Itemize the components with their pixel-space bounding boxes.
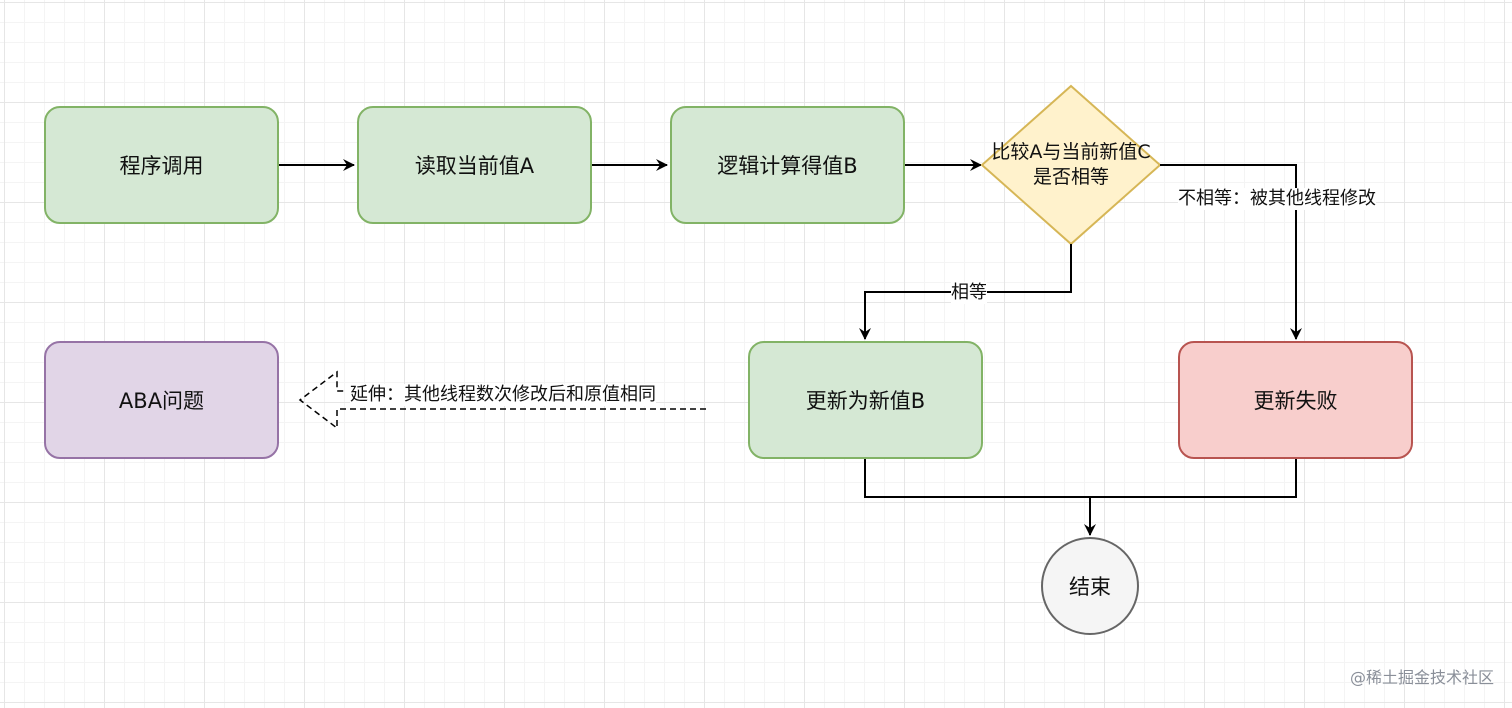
node-aba-problem: ABA问题 — [44, 341, 279, 459]
edge-success-to-merge — [864, 459, 1297, 498]
node-update-fail: 更新失败 — [1178, 341, 1413, 459]
edge-label-extension: 延伸：其他线程数次修改后和原值相同 — [350, 384, 656, 406]
node-compute-value: 逻辑计算得值B — [670, 106, 905, 224]
watermark: @稀土掘金技术社区 — [1349, 668, 1494, 687]
edge-compare-to-fail — [1160, 164, 1302, 340]
node-end: 结束 — [1041, 537, 1139, 635]
node-program-call: 程序调用 — [44, 106, 279, 224]
node-read-current-value: 读取当前值A — [357, 106, 592, 224]
edge-extension-dashed — [298, 370, 706, 430]
node-compare-label: 比较A与当前新值C是否相等 — [991, 141, 1151, 188]
edge-label-not-equal: 不相等：被其他线程修改 — [1178, 188, 1376, 210]
edge-label-equal: 相等 — [951, 282, 987, 304]
node-update-success: 更新为新值B — [748, 341, 983, 459]
